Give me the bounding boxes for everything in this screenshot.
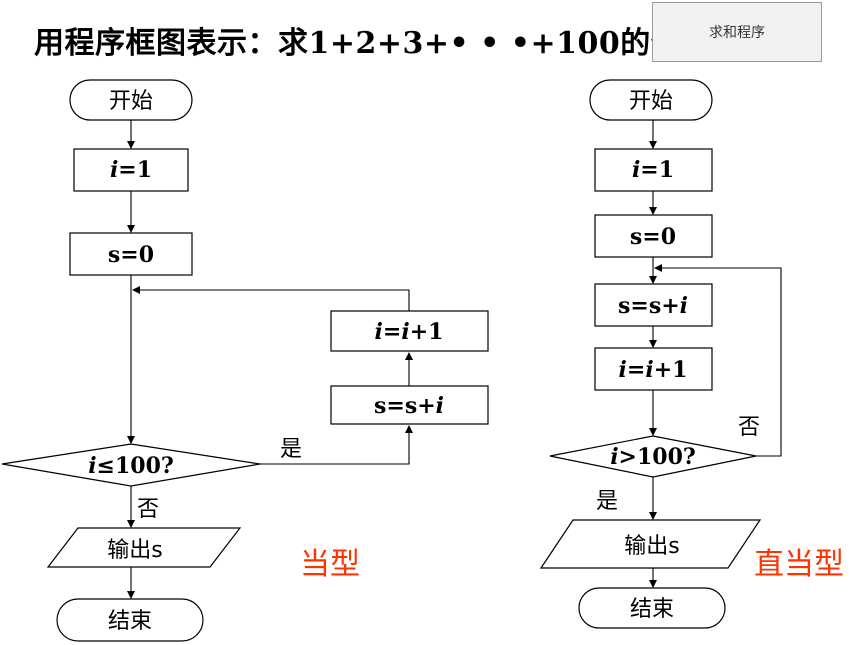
left-type-label: 当型 — [300, 547, 360, 582]
right-start-terminal — [589, 79, 713, 121]
left-yes-label: 是 — [280, 437, 302, 462]
left-inc-i-box — [330, 310, 489, 352]
left-init-i-label: i=1 — [110, 157, 152, 183]
left-add-s-box — [330, 385, 489, 425]
right-flowchart: 开始 i=1 s=0 s=s+i i=i+1 i>100? 否 是 输出s 结束… — [539, 79, 844, 629]
left-end-terminal — [56, 598, 204, 642]
left-init-i-box — [73, 148, 189, 192]
right-add-s-label: s=s+i — [618, 293, 688, 319]
left-init-s-box — [69, 232, 193, 276]
left-start-label: 开始 — [109, 89, 153, 114]
right-add-s-box — [594, 283, 713, 327]
right-inc-i-box — [594, 347, 713, 391]
page-title: 用程序框图表示：求1+2+3+• • •+100的值. — [34, 26, 693, 61]
right-init-i-label: i=1 — [632, 157, 674, 183]
left-flowchart: 开始 i=1 s=0 i=i+1 s=s+i i≤100? 是 否 输出s 结束… — [1, 79, 489, 642]
right-end-terminal — [578, 587, 726, 629]
right-inc-i-label: i=i+1 — [619, 357, 688, 383]
right-start-label: 开始 — [629, 89, 673, 114]
left-no-label: 否 — [137, 497, 159, 522]
right-no-label: 否 — [738, 415, 760, 440]
left-condition-label: i≤100? — [88, 453, 174, 479]
right-output-label: 输出s — [624, 534, 679, 559]
right-init-s-box — [594, 214, 713, 258]
left-inc-i-label: i=i+1 — [375, 319, 444, 345]
left-output-parallelogram — [46, 527, 242, 568]
right-yes-label: 是 — [596, 489, 618, 514]
right-init-s-label: s=0 — [630, 224, 676, 250]
right-condition-label: i>100? — [610, 444, 696, 470]
left-end-label: 结束 — [108, 609, 152, 634]
sum-program-button[interactable]: 求和程序 — [652, 2, 822, 62]
right-type-label: 直当型 — [754, 547, 844, 582]
left-add-s-label: s=s+i — [374, 393, 444, 419]
right-end-label: 结束 — [630, 597, 674, 622]
right-init-i-box — [594, 148, 713, 192]
right-output-parallelogram — [539, 519, 762, 569]
left-output-label: 输出s — [107, 538, 162, 563]
left-init-s-label: s=0 — [108, 242, 154, 268]
